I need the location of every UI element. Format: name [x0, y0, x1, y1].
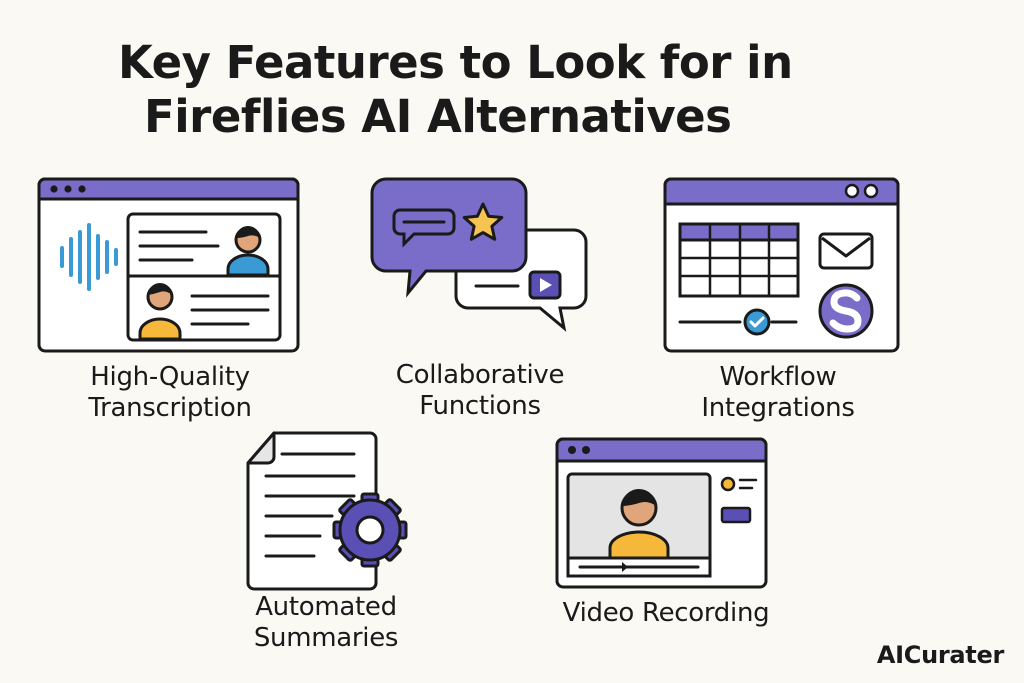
s-logo-icon: [818, 283, 874, 339]
chat-bubbles-icon: [370, 177, 588, 332]
star-icon: [462, 202, 504, 241]
transcription-window-icon: [37, 177, 300, 353]
message-bubble-icon: [392, 208, 456, 248]
title-line-2: Fireflies AI Alternatives: [144, 90, 732, 143]
brand-logo: AICurater: [876, 641, 1004, 669]
person-avatar-video: [608, 489, 670, 560]
checkmark-icon: [743, 308, 771, 336]
feature-label-workflow: Workflow Integrations: [701, 362, 855, 423]
mail-icon: [818, 232, 874, 270]
play-button-icon: [528, 270, 562, 300]
feature-label-transcription: High-Quality Transcription: [88, 362, 252, 423]
document-gear-icon: [246, 431, 408, 591]
title-line-1: Key Features to Look for in: [118, 36, 793, 89]
spreadsheet-table-icon: [678, 222, 800, 298]
feature-label-collaborative: Collaborative Functions: [395, 360, 565, 421]
video-player-window-icon: [555, 437, 768, 589]
integrations-window-icon: [663, 177, 900, 353]
feature-label-summaries: Automated Summaries: [253, 592, 399, 653]
person-avatar-yellow: [138, 283, 182, 341]
gear-icon: [332, 492, 408, 568]
page-title: Key Features to Look for in Fireflies AI…: [118, 36, 818, 144]
sound-wave-icon: [60, 223, 118, 291]
feature-label-video: Video Recording: [562, 598, 770, 628]
person-avatar-blue: [226, 226, 270, 277]
